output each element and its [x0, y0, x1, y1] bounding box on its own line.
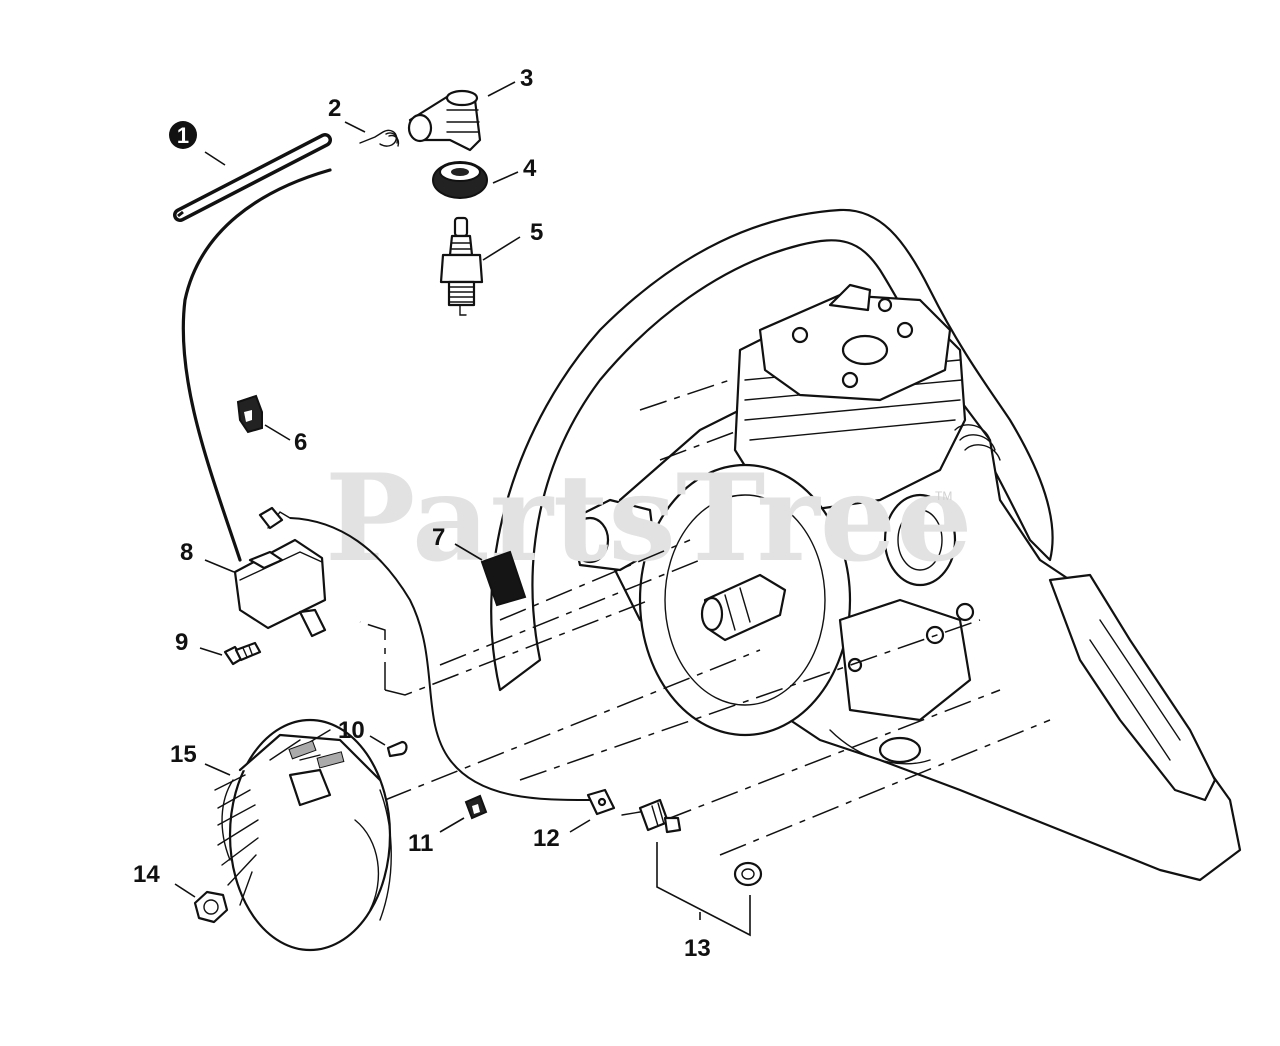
watermark-text: PartsTree: [325, 448, 972, 589]
part-10-key[interactable]: [386, 740, 408, 758]
callout-6[interactable]: 6: [294, 429, 307, 456]
callout-13[interactable]: 13: [684, 935, 711, 962]
part-5-spark-plug[interactable]: [439, 216, 484, 316]
callout-8[interactable]: 8: [180, 539, 193, 566]
watermark: PartsTree TM: [325, 448, 972, 589]
watermark-trademark: TM: [935, 489, 952, 503]
part-13-bracket: [656, 842, 751, 937]
part-4-grommet[interactable]: [432, 161, 488, 199]
callout-15[interactable]: 15: [170, 741, 197, 768]
part-6-clip[interactable]: [236, 394, 263, 434]
callout-1-badge: [169, 121, 197, 149]
part-9-screw[interactable]: [223, 641, 262, 666]
part-8-ignition-module[interactable]: [233, 506, 327, 638]
callout-11[interactable]: 11: [408, 830, 433, 857]
leader-lines: [174, 81, 591, 898]
ignition-lead-cable: [181, 168, 332, 562]
assembly-guide-lines: [359, 379, 1051, 856]
part-13-contact[interactable]: [621, 798, 763, 887]
part-11-clip[interactable]: [464, 794, 488, 820]
ground-wire: [289, 517, 591, 801]
part-2-spring[interactable]: [359, 129, 400, 147]
part-3-spark-plug-boot[interactable]: [407, 89, 482, 152]
callout-14[interactable]: 14: [133, 861, 160, 888]
part-7-pad[interactable]: [480, 550, 527, 607]
part-1-tube[interactable]: [173, 133, 332, 222]
callout-1[interactable]: 1: [169, 121, 197, 149]
callout-12[interactable]: 12: [533, 825, 560, 852]
part-14-nut[interactable]: [193, 890, 229, 924]
callout-10[interactable]: 10: [338, 717, 365, 744]
callout-5[interactable]: 5: [530, 219, 543, 246]
callout-3[interactable]: 3: [520, 65, 533, 92]
callout-4[interactable]: 4: [523, 155, 537, 182]
part-15-flywheel[interactable]: [214, 718, 392, 952]
callout-7[interactable]: 7: [432, 524, 445, 551]
callout-9[interactable]: 9: [175, 629, 188, 656]
callouts: 1 2 3 4 5 6 7 8 9 10 11 12 13 14 15: [133, 65, 711, 962]
callout-1-label: 1: [177, 123, 189, 148]
callout-2[interactable]: 2: [328, 95, 341, 122]
part-12-connector[interactable]: [586, 788, 616, 816]
chainsaw-housing-assembly: [490, 208, 1242, 882]
